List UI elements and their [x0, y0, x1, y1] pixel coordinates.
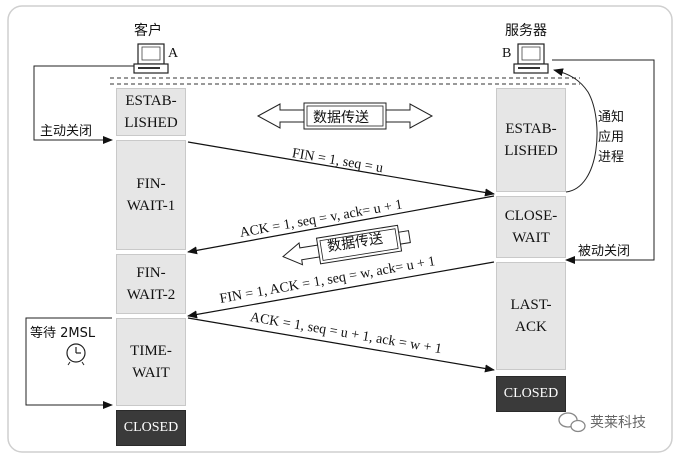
- wait-2msl-arrow: [25, 317, 113, 409]
- passive-close-arrow: [552, 59, 655, 264]
- wait-2msl-label: 等待 2MSL: [30, 326, 96, 341]
- watermark-text: 荚莱科技: [590, 415, 646, 431]
- active-close-arrow: [33, 65, 134, 144]
- client-state-fin-wait-2: FIN- WAIT-2: [116, 254, 186, 314]
- server-state-closed: CLOSED: [496, 376, 566, 412]
- server-computer-icon: [513, 43, 549, 74]
- client-state-time-wait: TIME- WAIT: [116, 318, 186, 406]
- fin2-arrow: [187, 261, 495, 319]
- passive-close-label: 被动关闭: [578, 244, 631, 259]
- server-state-last-ack: LAST- ACK: [496, 262, 566, 370]
- clock-icon: [66, 343, 86, 366]
- wechat-logo-icon: [558, 412, 586, 433]
- fin1-arrow: [187, 141, 495, 197]
- server-host-letter: B: [502, 46, 512, 61]
- notify-app-arrow: [553, 68, 598, 193]
- active-close-label: 主动关闭: [40, 124, 93, 139]
- server-state-established: ESTAB- LISHED: [496, 88, 566, 192]
- notify-app-label: 通知 应用 进程: [598, 110, 625, 165]
- client-host-letter: A: [168, 46, 179, 61]
- data-transfer-double-arrow: [256, 102, 434, 130]
- ack2-arrow: [187, 317, 495, 373]
- server-state-close-wait: CLOSE- WAIT: [496, 196, 566, 258]
- client-title: 客户: [134, 23, 162, 39]
- client-state-established: ESTAB- LISHED: [116, 88, 186, 136]
- client-computer-icon: [133, 43, 169, 74]
- server-title: 服务器: [505, 23, 547, 39]
- data-transfer-label-1: 数据传送: [313, 110, 369, 126]
- outer-frame: [7, 5, 673, 453]
- data-transfer-left-arrow: [282, 224, 411, 266]
- client-state-fin-wait-1: FIN- WAIT-1: [116, 140, 186, 250]
- client-state-closed: CLOSED: [116, 410, 186, 446]
- ack1-arrow: [187, 195, 495, 255]
